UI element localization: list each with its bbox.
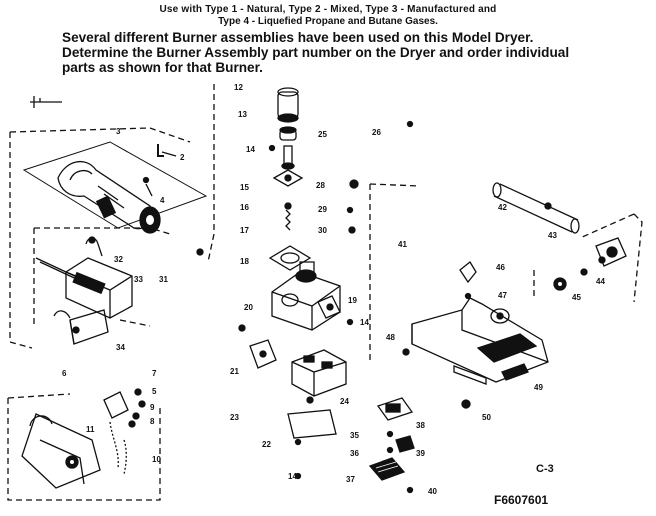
callout-13: 13 bbox=[238, 110, 247, 119]
gasket-part bbox=[268, 245, 312, 271]
callout-7: 7 bbox=[152, 369, 157, 378]
note-line-1: Several different Burner assemblies have… bbox=[62, 30, 534, 45]
callout-14: 14 bbox=[246, 145, 255, 154]
callout-43: 43 bbox=[548, 231, 557, 240]
callout-37: 37 bbox=[346, 475, 355, 484]
callout-36: 36 bbox=[350, 449, 359, 458]
callout-14b: 14 bbox=[360, 318, 369, 327]
coil-cap-part bbox=[279, 126, 297, 141]
callout-44: 44 bbox=[596, 277, 605, 286]
burner-tube bbox=[22, 141, 208, 234]
callout-23: 23 bbox=[230, 413, 239, 422]
callout-11: 11 bbox=[86, 425, 95, 434]
callout-47: 47 bbox=[498, 291, 507, 300]
callout-12: 12 bbox=[234, 83, 243, 92]
callout-24: 24 bbox=[340, 397, 349, 406]
crossover-tube bbox=[492, 182, 580, 234]
callout-33: 33 bbox=[134, 275, 143, 284]
callout-8: 8 bbox=[150, 417, 155, 426]
callout-15: 15 bbox=[240, 183, 249, 192]
callout-39: 39 bbox=[416, 449, 425, 458]
valve-lower-body bbox=[291, 349, 347, 397]
callout-38: 38 bbox=[416, 421, 425, 430]
coil-part bbox=[277, 87, 299, 123]
callout-21: 21 bbox=[230, 367, 239, 376]
note-line-2: Determine the Burner Assembly part numbe… bbox=[62, 45, 570, 60]
support-clip-46 bbox=[459, 261, 477, 300]
note-line-3: parts as shown for that Burner. bbox=[62, 60, 263, 75]
header-line-2: Type 4 - Liquefied Propane and Butane Ga… bbox=[218, 16, 438, 27]
bracket-part bbox=[157, 144, 177, 157]
callout-42: 42 bbox=[498, 203, 507, 212]
callout-18: 18 bbox=[240, 257, 249, 266]
callout-35: 35 bbox=[350, 431, 359, 440]
orifice-part bbox=[553, 237, 627, 291]
callout-25: 25 bbox=[318, 130, 327, 139]
callout-labels: 3 2 4 32 33 31 34 6 7 5 9 8 11 10 12 13 … bbox=[62, 83, 605, 496]
shield-part bbox=[368, 457, 406, 481]
footer-code-a: C-3 bbox=[536, 463, 554, 475]
callout-48: 48 bbox=[386, 333, 395, 342]
callout-10: 10 bbox=[152, 455, 161, 464]
mounting-bracket-group bbox=[7, 388, 161, 501]
coil-connector-part bbox=[376, 397, 414, 421]
screw-part-4 bbox=[142, 176, 153, 197]
orifice-group-outline bbox=[533, 213, 643, 303]
footer: C-3 F6607601 bbox=[494, 463, 554, 507]
terminal-part bbox=[395, 435, 415, 453]
callout-20: 20 bbox=[244, 303, 253, 312]
callout-50: 50 bbox=[482, 413, 491, 422]
support-group-outline bbox=[369, 183, 421, 362]
header-line-1: Use with Type 1 - Natural, Type 2 - Mixe… bbox=[159, 4, 497, 15]
plunger-part bbox=[281, 145, 295, 170]
hardware-screws bbox=[196, 120, 471, 494]
callout-14c: 14 bbox=[288, 472, 297, 481]
callout-3: 3 bbox=[116, 127, 121, 136]
valve-body bbox=[271, 261, 341, 331]
callout-34: 34 bbox=[116, 343, 125, 352]
callout-5: 5 bbox=[152, 387, 157, 396]
callout-22: 22 bbox=[262, 440, 271, 449]
callout-41: 41 bbox=[398, 240, 407, 249]
callout-4: 4 bbox=[160, 196, 165, 205]
callout-9: 9 bbox=[150, 403, 155, 412]
seal-plate-part bbox=[272, 169, 304, 187]
callout-6: 6 bbox=[62, 369, 67, 378]
callout-45: 45 bbox=[572, 293, 581, 302]
callout-2: 2 bbox=[180, 153, 185, 162]
callout-26: 26 bbox=[372, 128, 381, 137]
spring-part bbox=[284, 202, 292, 231]
fitting-part-19 bbox=[317, 295, 341, 319]
callout-49: 49 bbox=[534, 383, 543, 392]
callout-19: 19 bbox=[348, 296, 357, 305]
callout-16: 16 bbox=[240, 203, 249, 212]
burner-support-bracket bbox=[411, 297, 549, 385]
valve-group-outline bbox=[207, 84, 215, 263]
flange-part bbox=[249, 339, 277, 369]
callout-46: 46 bbox=[496, 263, 505, 272]
callout-29: 29 bbox=[318, 205, 327, 214]
callout-17: 17 bbox=[240, 226, 249, 235]
callout-31: 31 bbox=[159, 275, 168, 284]
callout-32: 32 bbox=[114, 255, 123, 264]
footer-part-code: F6607601 bbox=[494, 493, 548, 507]
sensor-part bbox=[53, 309, 109, 345]
igniter-assembly bbox=[33, 227, 171, 327]
valve-plate-part bbox=[287, 409, 337, 439]
callout-28: 28 bbox=[316, 181, 325, 190]
callout-30: 30 bbox=[318, 226, 327, 235]
callout-40: 40 bbox=[428, 487, 437, 496]
